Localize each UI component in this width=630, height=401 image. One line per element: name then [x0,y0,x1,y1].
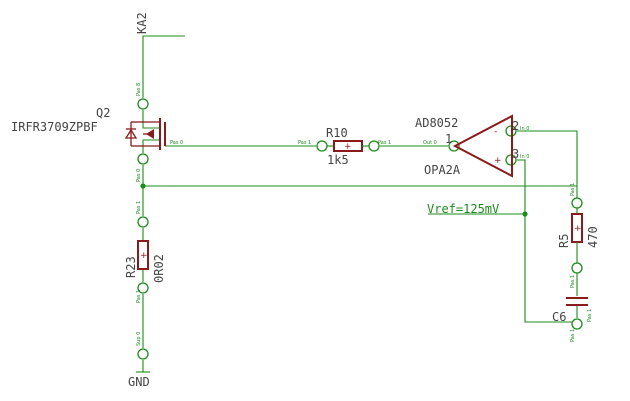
c6-pin-bot-label: Pas 1 [570,329,576,342]
resistor-r10[interactable]: + [327,140,369,152]
r10-ref: R10 [326,126,348,140]
opamp-ref: OPA2A [424,163,461,177]
wires [142,35,578,372]
opamp-part: AD8052 [415,116,458,130]
q2-ref: Q2 [96,106,110,120]
r5-ref: R5 [557,234,571,248]
r10-pin-b-label: Pas 1 [378,140,391,146]
opamp-ad8052[interactable]: - + [452,114,513,178]
pin-r23-top [137,216,149,228]
net-vref-label: Vref=125mV [427,202,499,216]
opamp-pin-inm-label: In 0 [520,126,529,132]
capacitor-c6[interactable] [566,297,588,306]
pin-r10-a [316,140,328,152]
wire-ka2 [142,35,185,98]
wire-q2-source [142,139,160,153]
q2-diode-triangle [124,128,138,139]
pin-gnd [137,348,149,360]
junction-source [140,183,146,189]
r23-pin-gnd-label: Sup 0 [136,332,142,346]
opamp-pin-out-label: Out 0 [423,140,437,146]
opamp-triangle [452,114,513,178]
pin-r5-top [571,197,583,209]
resistor-r23[interactable]: + [137,240,149,270]
r5-pin-top-label: Pas 1 [570,183,576,196]
r23-body [137,240,149,270]
opamp-pin-inp-num: 3 [512,147,519,161]
opamp-minus-sign: - [494,127,497,137]
c6-pin-top-label: Pas 1 [587,309,593,322]
r10-pin-a-label: Pas 1 [298,140,311,146]
q2-pin-drain-label: Pas 8 [136,83,142,96]
pin-r23-bottom [137,282,149,294]
r23-pin-top-label: Pas 1 [136,201,142,214]
opamp-pin-inm-num: 2 [512,119,519,133]
wire-inverting [517,130,578,186]
r23-value: 0R02 [152,254,166,283]
wire-q2-drain [142,110,160,129]
mosfet-q2[interactable] [124,118,166,150]
pin-r5-bottom [571,262,583,274]
r5-value: 470 [586,226,600,248]
q2-pin-gate-label: Pas 0 [170,140,183,146]
wire-feedback [143,185,578,210]
pin-q2-source [137,153,149,165]
opamp-pin-inp-label: In 0 [520,154,529,160]
pin-q2-drain [137,98,149,110]
net-gnd-label: GND [128,375,150,389]
r23-plus-mark: + [140,251,148,261]
pin-terminals [137,98,583,360]
opamp-plus-sign: + [494,156,502,166]
q2-pin-source-label: Pas 0 [136,169,142,182]
r5-plus-mark: + [574,224,582,234]
r5-pin-bot-label: Pas 1 [570,275,576,288]
q2-value: IRFR3709ZPBF [11,120,98,134]
opamp-pin-out-num: 1 [445,132,452,146]
junction-vref [522,211,528,217]
wire-noninverting [517,159,577,323]
net-ka2-label: KA2 [135,12,149,34]
r23-pin-bot-label: Pas 1 [136,290,142,303]
r23-ref: R23 [124,256,138,278]
junctions [140,183,528,217]
resistor-r5[interactable]: + [571,208,583,263]
pin-c6-bottom [571,318,583,330]
r10-value: 1k5 [327,153,349,167]
c6-ref: C6 [552,310,566,324]
r10-plus-mark: + [344,142,352,152]
